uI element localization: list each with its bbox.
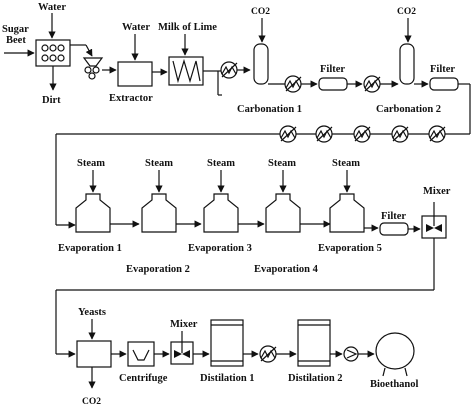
co2-label-1: CO2 [251,7,270,17]
washer-unit [35,39,71,67]
filter-1-label: Filter [320,64,345,75]
filter-2-label: Filter [430,64,455,75]
slicer-hopper [82,57,104,80]
co2-label-3: CO2 [82,397,101,407]
carbonation-2-label: Carbonation 2 [376,104,441,115]
heat-exchanger-3 [363,75,381,93]
centrifuge-label: Centrifuge [119,373,168,384]
evaporation-3-label: Evaporation 3 [188,243,252,254]
evaporation-1-label: Evaporation 1 [58,243,122,254]
co2-label-2: CO2 [397,7,416,17]
extractor-vessel [117,61,153,87]
centrifuge-unit [127,341,155,367]
steam-label-3: Steam [207,158,235,169]
evaporator-5: Steam [329,158,365,233]
pump [343,346,359,362]
bioethanol-label: Bioethanol [370,379,419,390]
mixer-2 [170,331,194,365]
sugar-beet-label-line1: Sugar [2,24,29,35]
bioethanol-storage-tank [375,332,415,377]
evaporator-1: Steam [75,158,111,233]
heat-exchanger-7 [391,125,409,143]
distillation-2-column [297,319,331,367]
liming-tank [168,56,204,86]
evaporation-4-label: Evaporation 4 [254,264,319,275]
evaporator-4: Steam [265,158,301,233]
evaporator-2: Steam [141,158,177,233]
evaporation-2-label: Evaporation 2 [126,264,190,275]
heat-exchanger-2 [284,75,302,93]
yeasts-label: Yeasts [78,307,106,318]
water-label-extractor: Water [122,22,150,33]
sugar-beet-label-line2: Beet [6,35,26,46]
heat-exchanger-5 [315,125,333,143]
water-label-washer: Water [38,2,66,13]
filter-1 [318,77,348,91]
carbonation-1-label: Carbonation 1 [237,104,302,115]
filter-2 [429,77,459,91]
steam-label-2: Steam [145,158,173,169]
heat-exchanger-9 [259,345,277,363]
carbonation-2-column [399,43,415,85]
dirt-label: Dirt [42,95,61,106]
distilation-2-label: Distilation 2 [288,373,343,384]
mixer-1-label: Mixer [423,186,451,197]
evaporation-5-label: Evaporation 5 [318,243,382,254]
heat-exchanger-8 [428,125,446,143]
filter-3 [379,222,409,236]
distilation-1-label: Distilation 1 [200,373,255,384]
distillation-1-column [210,319,244,367]
heat-exchanger-1 [220,61,251,79]
steam-label-4: Steam [268,158,296,169]
extractor-label: Extractor [109,93,153,104]
fermenter [76,340,112,368]
milk-of-lime-label: Milk of Lime [158,22,217,33]
heat-exchanger-4 [279,125,297,143]
mixer-1 [421,202,447,239]
steam-label-5: Steam [332,158,360,169]
filter-3-label: Filter [381,211,406,222]
heat-exchanger-6 [353,125,371,143]
evaporator-3: Steam [203,158,239,233]
carbonation-1-column [253,43,269,85]
washer-to-hopper-arrow [85,44,93,57]
mixer-2-label: Mixer [170,319,198,330]
steam-label-1: Steam [77,158,105,169]
